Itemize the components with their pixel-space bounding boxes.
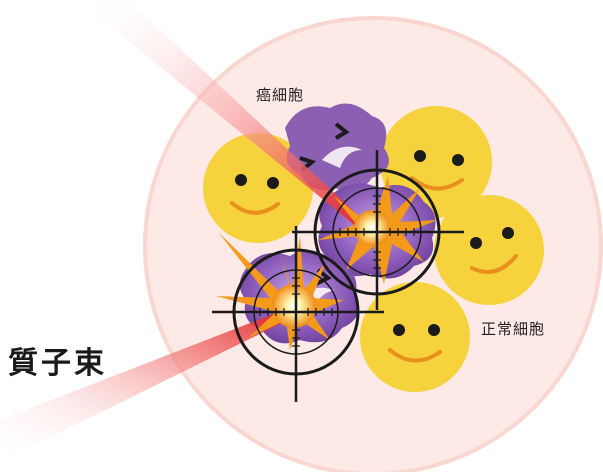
normal-cell — [360, 282, 470, 392]
normal-cell-label: 正常細胞 — [481, 320, 546, 338]
crosshair-target — [292, 150, 464, 310]
proton-beam-lower — [0, 306, 300, 462]
impact-burst-lower — [216, 232, 344, 350]
proton-beam-upper — [78, 0, 376, 236]
proton-beam-label: 質子束 — [8, 346, 107, 381]
normal-cell — [434, 195, 544, 305]
cancer-cell-label: 癌細胞 — [256, 86, 305, 104]
crosshair-target — [212, 226, 384, 402]
cancer-cell — [285, 103, 389, 191]
